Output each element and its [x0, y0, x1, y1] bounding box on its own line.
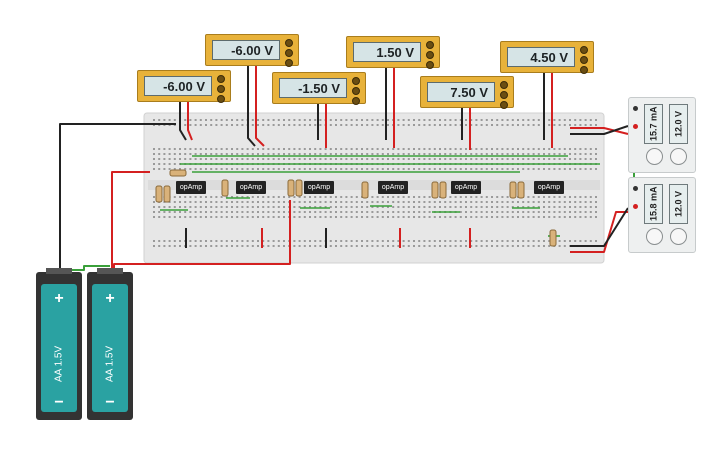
wire[interactable]	[113, 200, 291, 270]
wire[interactable]	[111, 171, 150, 272]
resistor[interactable]	[221, 179, 229, 197]
multimeter-3[interactable]: -1.50 V	[272, 72, 366, 105]
opamp-6[interactable]: opAmp	[534, 181, 564, 194]
resistor[interactable]	[439, 181, 447, 199]
battery-plus-label: +	[54, 290, 64, 307]
resistor[interactable]	[287, 179, 295, 197]
battery-minus-label: −	[105, 394, 115, 411]
meter-terminal-icon	[352, 77, 360, 85]
meter-terminal-icon	[580, 66, 588, 74]
meter-terminal-icon	[285, 49, 293, 57]
power-supply-1[interactable]: 15.7 mA 12.0 V	[628, 97, 696, 173]
multimeter-5-display: 7.50 V	[427, 82, 495, 102]
battery-2-label: AA 1.5V	[104, 345, 116, 383]
resistor[interactable]	[169, 169, 187, 177]
power-supply-2-voltage: 12.0 V	[669, 184, 688, 224]
multimeter-6[interactable]: 4.50 V	[500, 41, 594, 74]
opamp-5[interactable]: opAmp	[451, 181, 481, 194]
meter-terminal-icon	[580, 56, 588, 64]
meter-terminal-icon	[217, 75, 225, 83]
battery-minus-label: −	[54, 394, 64, 411]
resistor[interactable]	[163, 185, 171, 203]
resistor[interactable]	[431, 181, 439, 199]
multimeter-2[interactable]: -6.00 V	[205, 34, 299, 67]
current-knob-icon[interactable]	[646, 148, 663, 165]
meter-terminal-icon	[500, 101, 508, 109]
meter-terminal-icon	[285, 59, 293, 67]
multimeter-1-display: -6.00 V	[144, 76, 212, 96]
battery-plus-label: +	[105, 290, 115, 307]
resistor[interactable]	[361, 181, 369, 199]
power-supply-1-voltage: 12.0 V	[669, 104, 688, 144]
multimeter-1[interactable]: -6.00 V	[137, 70, 231, 103]
positive-terminal-icon[interactable]	[633, 204, 638, 209]
wire[interactable]	[570, 211, 628, 253]
wire[interactable]	[62, 265, 110, 271]
battery-2[interactable]: + AA 1.5V −	[87, 268, 133, 420]
resistor[interactable]	[155, 185, 163, 203]
resistor[interactable]	[549, 229, 557, 247]
meter-terminal-icon	[580, 46, 588, 54]
wire[interactable]	[179, 100, 187, 141]
positive-terminal-icon[interactable]	[633, 124, 638, 129]
current-knob-icon[interactable]	[646, 228, 663, 245]
meter-terminal-icon	[352, 87, 360, 95]
multimeter-2-display: -6.00 V	[212, 40, 280, 60]
battery-1-label: AA 1.5V	[53, 345, 65, 383]
battery-1[interactable]: + AA 1.5V −	[36, 268, 82, 420]
voltage-knob-icon[interactable]	[670, 148, 687, 165]
opamp-2[interactable]: opAmp	[236, 181, 266, 194]
meter-terminal-icon	[426, 61, 434, 69]
opamp-3[interactable]: opAmp	[304, 181, 334, 194]
wire[interactable]	[255, 64, 265, 147]
multimeter-4-display: 1.50 V	[353, 42, 421, 62]
voltage-knob-icon[interactable]	[670, 228, 687, 245]
meter-terminal-icon	[500, 81, 508, 89]
resistor[interactable]	[509, 181, 517, 199]
wire[interactable]	[187, 100, 193, 141]
meter-terminal-icon	[426, 51, 434, 59]
multimeter-5[interactable]: 7.50 V	[420, 76, 514, 109]
meter-terminal-icon	[426, 41, 434, 49]
meter-terminal-icon	[352, 97, 360, 105]
meter-terminal-icon	[285, 39, 293, 47]
multimeter-6-display: 4.50 V	[507, 47, 575, 67]
meter-terminal-icon	[217, 85, 225, 93]
wire[interactable]	[247, 64, 256, 147]
opamp-1[interactable]: opAmp	[176, 181, 206, 194]
wire[interactable]	[59, 123, 176, 272]
meter-terminal-icon	[217, 95, 225, 103]
power-supply-2-current: 15.8 mA	[644, 184, 663, 224]
wire[interactable]	[570, 127, 629, 135]
meter-terminal-icon	[500, 91, 508, 99]
power-supply-2[interactable]: 15.8 mA 12.0 V	[628, 177, 696, 253]
resistor[interactable]	[517, 181, 525, 199]
negative-terminal-icon[interactable]	[633, 106, 638, 111]
multimeter-4[interactable]: 1.50 V	[346, 36, 440, 69]
resistor[interactable]	[295, 179, 303, 197]
power-supply-1-current: 15.7 mA	[644, 104, 663, 144]
wire[interactable]	[570, 125, 629, 135]
negative-terminal-icon[interactable]	[633, 186, 638, 191]
opamp-4[interactable]: opAmp	[378, 181, 408, 194]
multimeter-3-display: -1.50 V	[279, 78, 347, 98]
wire[interactable]	[570, 207, 629, 247]
